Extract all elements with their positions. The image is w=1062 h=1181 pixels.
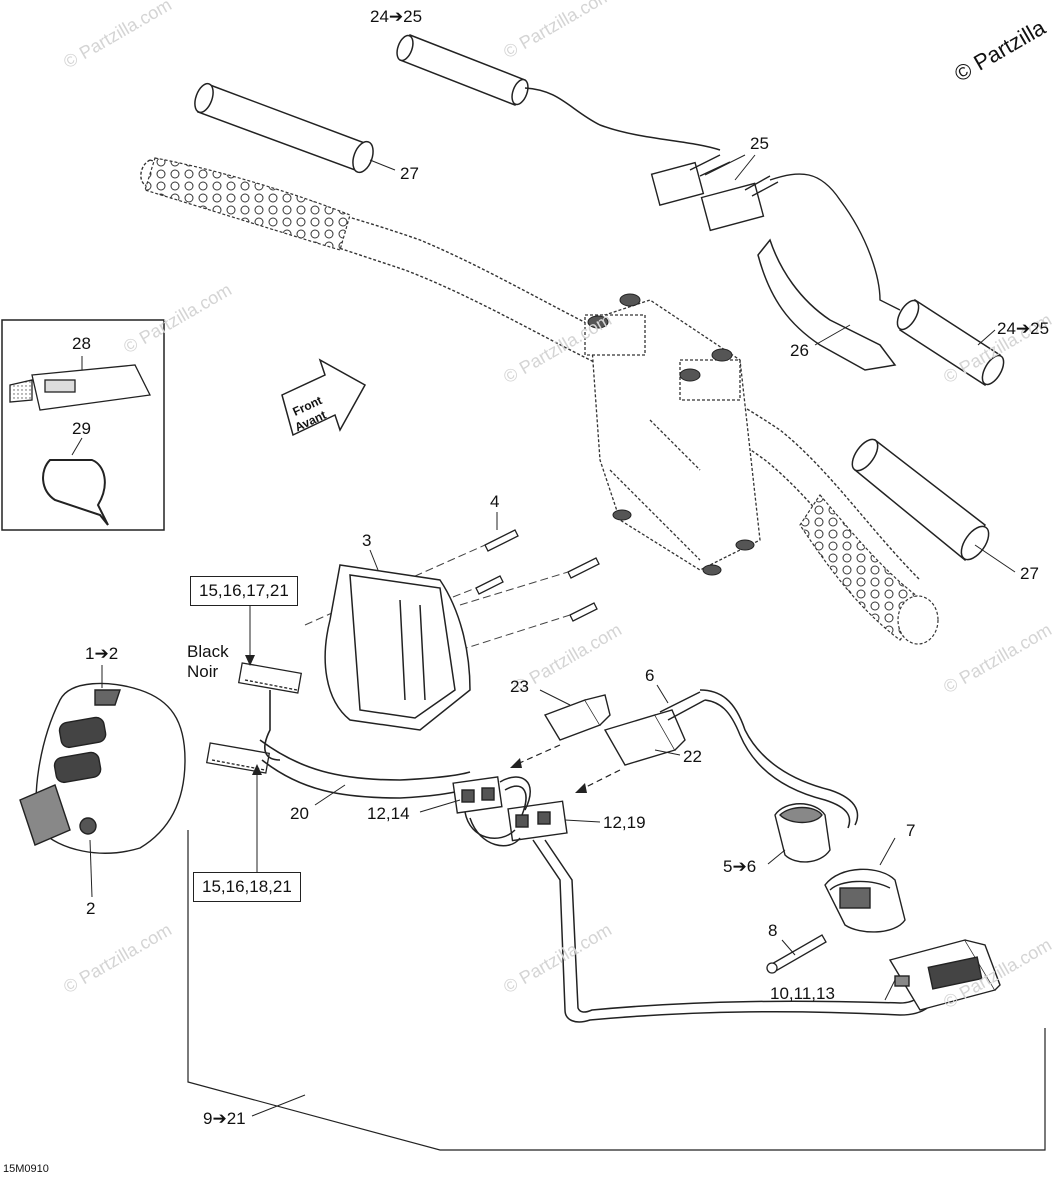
callout-5-6: 5➔6 [723, 857, 757, 876]
connector-12-19 [507, 800, 568, 842]
front-arrow [281, 358, 367, 437]
callout-23: 23 [510, 677, 529, 696]
cover-7 [824, 868, 906, 933]
callout-26: 26 [790, 341, 809, 360]
connector-lower [205, 742, 271, 774]
connector-12-14 [452, 776, 503, 814]
group-bracket [187, 830, 1046, 1151]
callout-24-25-top: 24➔25 [370, 7, 423, 26]
callout-28: 28 [72, 334, 91, 353]
pin-8 [766, 934, 827, 974]
callout-25: 25 [750, 134, 769, 153]
callout-9-21: 9➔21 [203, 1109, 246, 1128]
callout-15-16-18-21: 15,16,18,21 [193, 872, 301, 903]
callout-12-19: 12,19 [603, 813, 646, 832]
connector-22 [603, 709, 686, 766]
callout-2: 2 [86, 899, 96, 918]
terminals-6 [659, 689, 859, 829]
left-grip [144, 157, 351, 251]
callout-29: 29 [72, 419, 91, 438]
diagram-code: 15M0910 [3, 1163, 49, 1175]
tube-26 [757, 238, 897, 371]
callout-1-2: 1➔2 [85, 644, 119, 663]
connector-25 [650, 154, 901, 311]
callout-3: 3 [362, 531, 372, 550]
switch-assembly-1 [19, 682, 186, 854]
leader-lines [71, 154, 1016, 1117]
callout-7: 7 [906, 821, 916, 840]
callout-8: 8 [768, 921, 778, 940]
connector-color-en: Black [187, 642, 229, 661]
callout-6: 6 [645, 666, 655, 685]
screws-4 [475, 529, 600, 622]
callout-22: 22 [683, 747, 702, 766]
connector-10-11-13 [888, 939, 1001, 1011]
tube-27-right [851, 438, 990, 562]
tube-27-top [194, 82, 374, 174]
callout-27-top: 27 [400, 164, 419, 183]
heater-element-top [396, 34, 721, 151]
clamp-bolts [587, 293, 755, 576]
riser-clamp [584, 299, 761, 571]
main-cable [532, 839, 941, 1023]
callout-4: 4 [490, 492, 500, 511]
right-grip [799, 494, 931, 641]
connector-23 [543, 694, 611, 741]
callout-12-14: 12,14 [367, 804, 410, 823]
callout-10-11-13: 10,11,13 [770, 984, 835, 1003]
callout-15-16-17-21: 15,16,17,21 [190, 576, 298, 607]
inset-box [1, 319, 165, 531]
callout-27-right: 27 [1020, 564, 1039, 583]
housing-3 [324, 564, 471, 731]
handlebar [140, 159, 921, 616]
heater-element-right [896, 298, 1005, 387]
callout-20: 20 [290, 804, 309, 823]
leader-arrowheads [245, 655, 262, 775]
connector-color-fr: Noir [187, 662, 219, 681]
switch-5 [774, 803, 831, 863]
connector-black [237, 662, 303, 694]
wiring-harness-20 [259, 690, 471, 799]
tie-clip [42, 459, 109, 526]
lubricant-tube [9, 364, 151, 411]
callout-24-25-right: 24➔25 [997, 319, 1050, 338]
